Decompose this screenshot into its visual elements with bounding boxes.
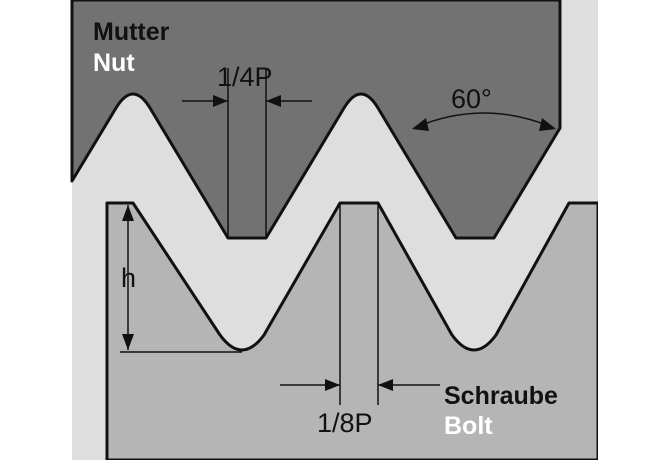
eighth-pitch-arrowhead-left [325, 379, 340, 391]
nut-body [70, 0, 562, 240]
quarter-pitch-arrowhead-left [213, 95, 228, 107]
height-label: h [121, 263, 136, 293]
angle-arc [413, 112, 555, 129]
angle-label: 60° [451, 84, 492, 114]
height-arrowhead-bottom [122, 334, 134, 350]
bolt-label-english: Bolt [444, 412, 493, 440]
angle-arrowhead-right [539, 118, 556, 131]
bolt-label-german: Schraube [444, 382, 558, 410]
quarter-pitch-label: 1/4P [217, 62, 273, 92]
nut-label-german: Mutter [93, 18, 170, 46]
quarter-pitch-arrowhead-right [266, 95, 281, 107]
eighth-pitch-arrowhead-right [378, 379, 393, 391]
angle-arrowhead-left [412, 118, 429, 131]
eighth-pitch-label: 1/8P [317, 408, 373, 438]
height-arrowhead-top [122, 205, 134, 221]
right-margin [598, 0, 670, 460]
nut-label-english: Nut [93, 49, 135, 77]
